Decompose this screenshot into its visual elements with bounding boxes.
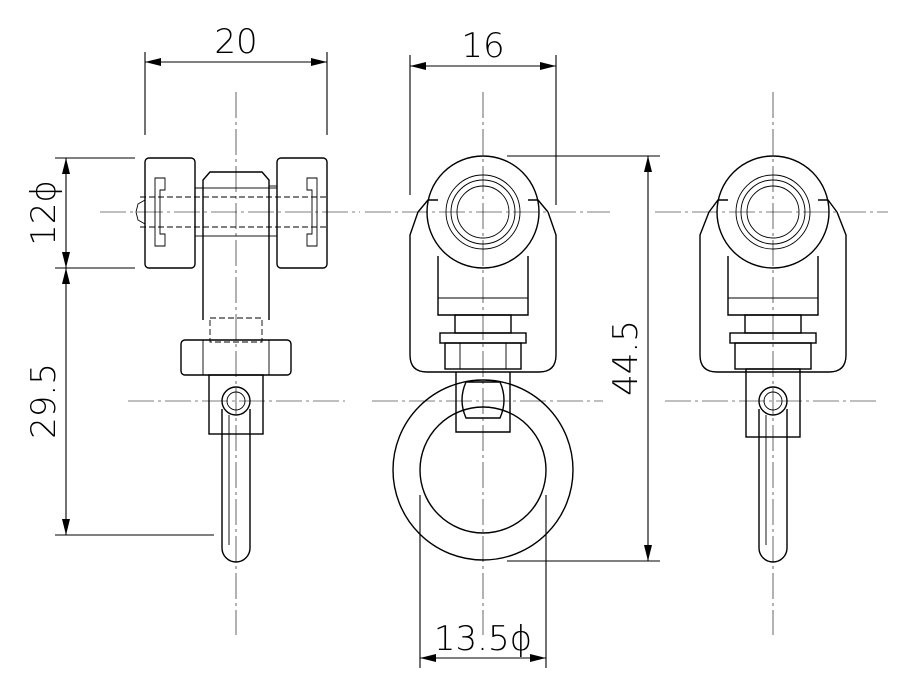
dimension-height-29-5: 29.5	[24, 363, 64, 439]
dimension-lines	[55, 52, 660, 668]
dimension-width-16: 16	[461, 26, 504, 66]
dimension-width-20: 20	[214, 22, 257, 62]
dimension-wheel-diameter-12: 12ϕ	[24, 180, 64, 246]
side-view	[135, 157, 328, 563]
center-lines	[100, 92, 888, 635]
dimension-height-44-5: 44.5	[606, 320, 646, 396]
dimension-ring-diameter-13-5: 13.5ϕ	[434, 619, 532, 659]
rear-view	[699, 155, 847, 563]
front-view	[392, 155, 574, 561]
